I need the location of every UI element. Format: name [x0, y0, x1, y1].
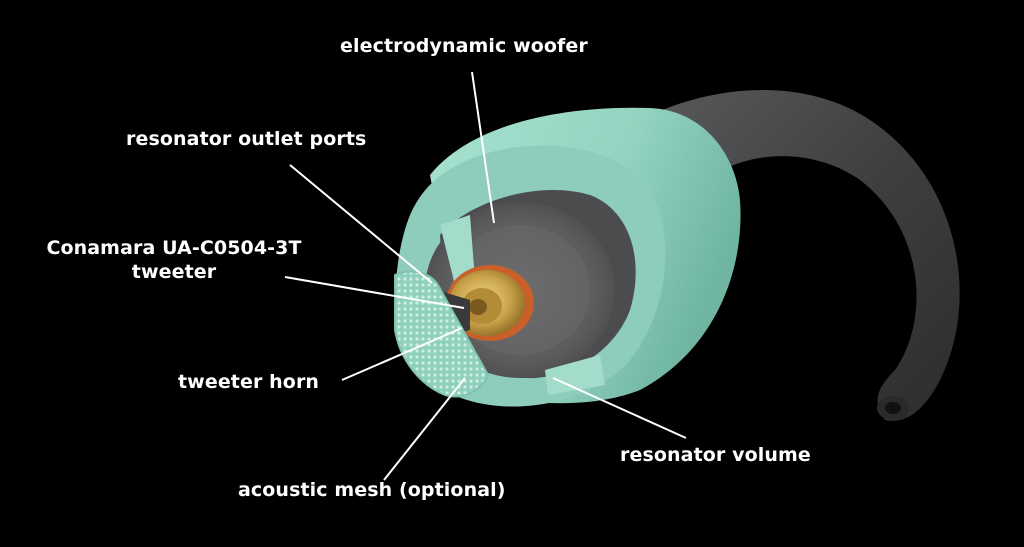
- label-acoustic-mesh: acoustic mesh (optional): [238, 479, 506, 501]
- horn-leader-line: [341, 327, 463, 381]
- label-tweeter-model: Conamara UA-C0504-3T: [46, 237, 302, 259]
- label-tweeter-word: tweeter: [131, 261, 217, 283]
- acoustic-mesh: [394, 270, 490, 398]
- label-tweeter: Conamara UA-C0504-3T tweeter: [44, 236, 304, 284]
- label-resonator-volume: resonator volume: [620, 444, 811, 466]
- callout-leader-lines: [284, 71, 687, 481]
- earhook-tube: [640, 90, 960, 421]
- resonator-volume-leader-line: [552, 377, 687, 439]
- label-tweeter-horn: tweeter horn: [178, 371, 320, 393]
- mesh-leader-line: [383, 377, 466, 481]
- label-resonator-outlet-ports: resonator outlet ports: [126, 128, 367, 150]
- label-electrodynamic-woofer: electrodynamic woofer: [340, 35, 588, 57]
- outlet-ports-leader-line: [289, 164, 433, 284]
- woofer-leader-line: [471, 71, 495, 224]
- tweeter-leader-line: [284, 276, 465, 309]
